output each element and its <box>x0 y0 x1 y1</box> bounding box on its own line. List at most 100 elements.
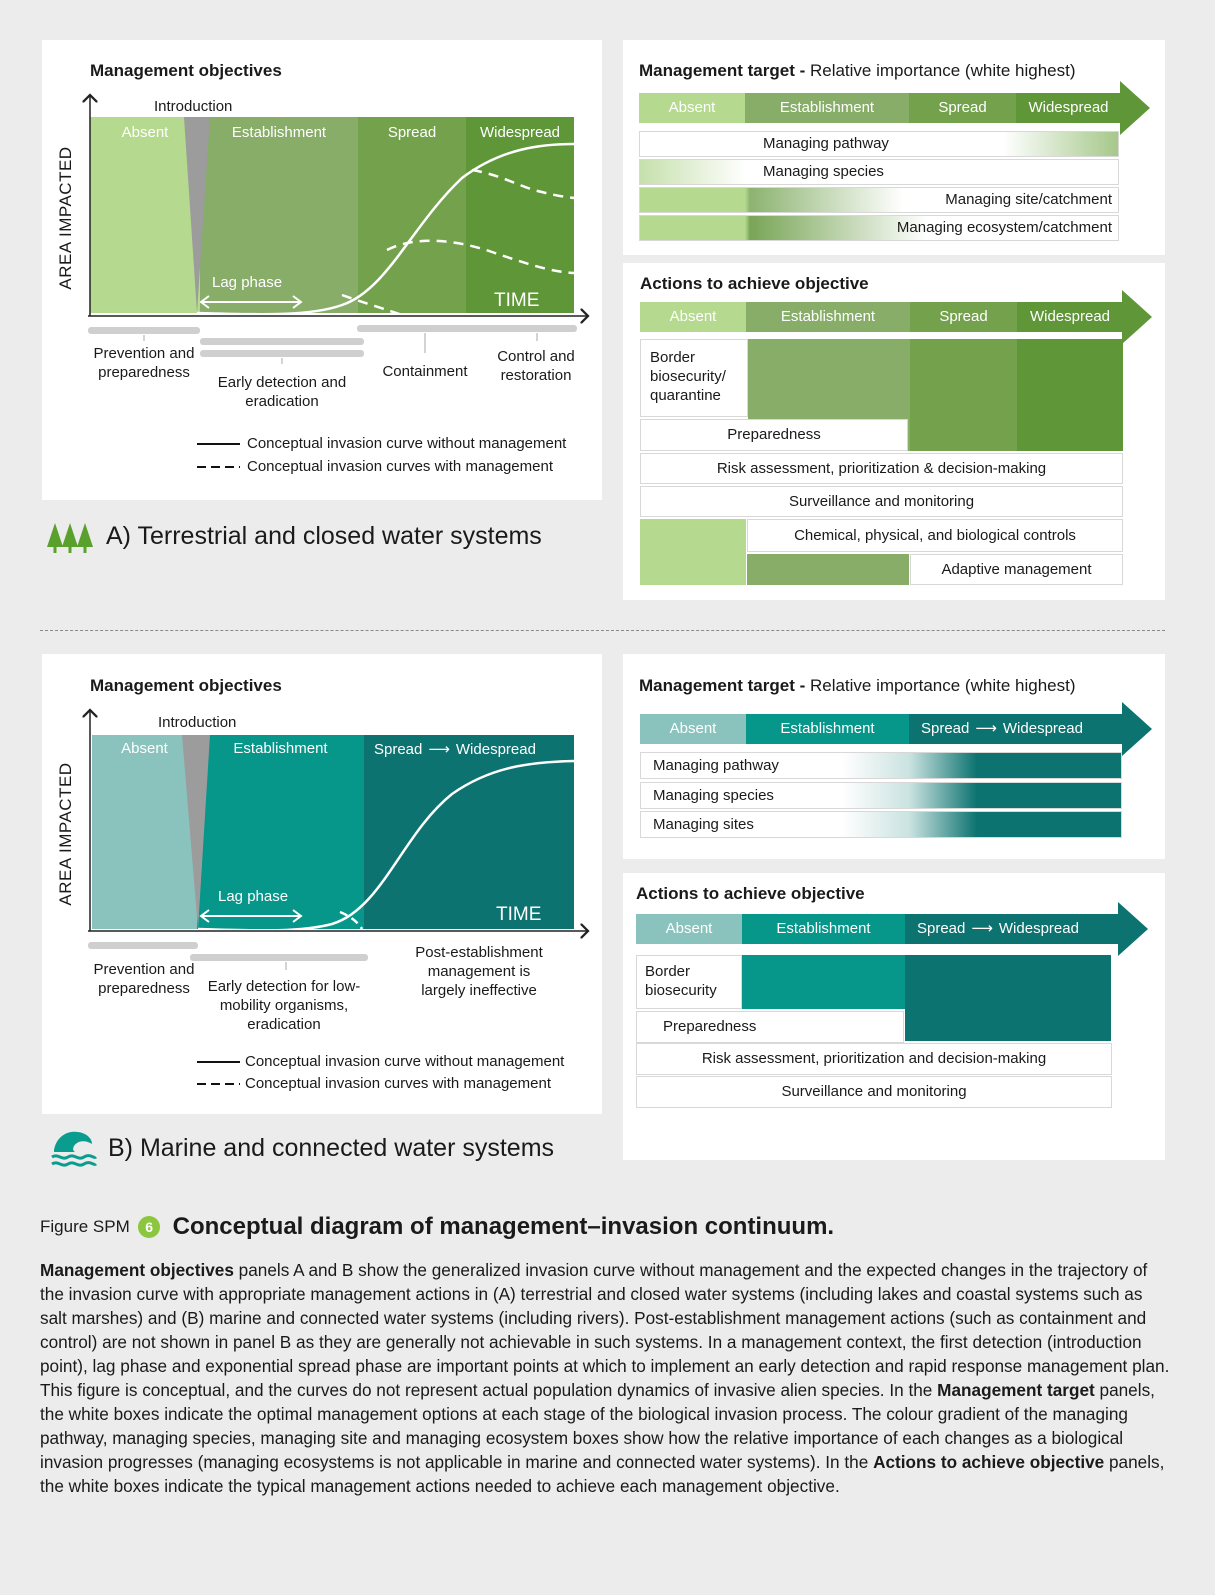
actions-band-establishment: Establishment <box>742 914 905 944</box>
phase-label-post-establishment: Post-establishment management is largely… <box>415 944 543 999</box>
legend-solid-label: Conceptual invasion curve without manage… <box>245 1053 565 1070</box>
band-label-spread-widespread: Spread⟶Widespread <box>374 740 536 758</box>
band-spread <box>358 117 466 313</box>
action-label: Preparedness <box>663 1018 757 1035</box>
block-establishment-adaptive <box>747 554 909 585</box>
action-label: Risk assessment, prioritization and deci… <box>701 1050 1047 1067</box>
introduction-label: Introduction <box>158 714 237 731</box>
target-title-bold: Management target - <box>639 61 806 80</box>
phase-label-prevention: Prevention and preparedness <box>93 345 195 381</box>
band-absent <box>92 735 197 929</box>
band-label-spread: Spread <box>917 920 966 937</box>
x-axis-label: TIME <box>496 904 542 925</box>
arrow-right-icon: ⟶ <box>975 720 997 737</box>
introduction-wedge <box>184 117 210 313</box>
target-title: Management target - Relative importance … <box>639 676 1075 696</box>
curve-eradication <box>339 910 364 930</box>
actions-band-widespread: Widespread <box>1017 302 1123 332</box>
target-title-light: Relative importance (white highest) <box>805 676 1076 695</box>
action-risk-assessment: Risk assessment, prioritization & decisi… <box>640 453 1123 484</box>
target-band-widespread: Widespread <box>1016 93 1121 123</box>
phase-bar-prevention <box>88 942 198 949</box>
action-risk-assessment: Risk assessment, prioritization and deci… <box>636 1043 1112 1075</box>
phase-label-prevention: Prevention and preparedness <box>93 961 195 997</box>
action-adaptive: Adaptive management <box>910 554 1123 585</box>
band-label-spread: Spread <box>374 741 423 758</box>
phase-bar-early-detection <box>200 338 364 345</box>
action-label: Adaptive management <box>941 561 1092 578</box>
band-label-spread: Spread <box>921 720 970 737</box>
wave-icon <box>51 1131 98 1167</box>
row-managing-pathway: Managing pathway <box>640 752 1122 779</box>
arrow-head <box>1118 902 1148 956</box>
action-surveillance: Surveillance and monitoring <box>640 486 1123 517</box>
target-band-spread: Spread <box>909 93 1016 123</box>
row-managing-site: Managing site/catchment <box>639 187 1119 213</box>
figure-label: Figure SPM <box>40 1217 130 1236</box>
y-axis-label: AREA IMPACTED <box>56 146 75 290</box>
introduction-wedge <box>182 735 210 929</box>
band-label-absent: Absent <box>121 740 168 757</box>
band-spread-widespread <box>364 735 574 929</box>
arrow-head <box>1122 290 1152 344</box>
actions-band-absent: Absent <box>640 302 746 332</box>
phase-bar-containment <box>357 325 577 332</box>
phase-bar-early-detection <box>190 954 368 961</box>
band-label-widespread: Widespread <box>998 920 1079 937</box>
action-label: Preparedness <box>727 426 821 443</box>
action-label: Border biosecurity <box>645 963 717 999</box>
caption-text-2: panels, the white boxes indicate the opt… <box>40 1380 1155 1472</box>
action-border-biosecurity: Border biosecurity <box>636 955 742 1009</box>
action-label: Risk assessment, prioritization & decisi… <box>716 460 1047 477</box>
introduction-label: Introduction <box>154 98 233 115</box>
band-establishment <box>200 117 358 313</box>
block-establishment <box>742 955 905 1009</box>
section-title-marine: B) Marine and connected water systems <box>108 1134 555 1162</box>
block-widespread <box>1017 339 1123 451</box>
caption-bold-1: Management objectives <box>40 1260 234 1280</box>
action-label: Surveillance and monitoring <box>781 1083 967 1100</box>
actions-band-absent: Absent <box>636 914 742 944</box>
legend-solid-label: Conceptual invasion curve without manage… <box>247 435 567 452</box>
band-label-establishment: Establishment <box>233 740 328 757</box>
row-managing-species: Managing species <box>640 782 1122 809</box>
action-surveillance: Surveillance and monitoring <box>636 1076 1112 1108</box>
target-band-spread-widespread: Spread⟶Widespread <box>909 714 1123 744</box>
band-establishment <box>197 735 364 929</box>
target-title-light: Relative importance (white highest) <box>805 61 1076 80</box>
figure-caption-heading: Figure SPM 6 Conceptual diagram of manag… <box>40 1213 834 1241</box>
arrow-head <box>1120 81 1150 135</box>
actions-title: Actions to achieve objective <box>640 274 869 293</box>
action-label: Surveillance and monitoring <box>788 493 975 510</box>
lag-phase-label: Lag phase <box>212 274 283 291</box>
caption-bold-2: Management target <box>937 1380 1095 1400</box>
terrestrial-actions-panel: Actions to achieve objective Absent Esta… <box>623 263 1165 600</box>
row-label: Managing site/catchment <box>945 191 1112 208</box>
band-label-absent: Absent <box>121 124 169 141</box>
y-axis-label: AREA IMPACTED <box>56 762 75 906</box>
row-label: Managing sites <box>653 816 754 833</box>
action-controls: Chemical, physical, and biological contr… <box>747 519 1123 552</box>
row-managing-ecosystem: Managing ecosystem/catchment <box>639 215 1119 241</box>
target-band-establishment: Establishment <box>745 93 909 123</box>
band-label-widespread: Widespread <box>479 124 561 141</box>
row-label: Managing pathway <box>653 757 779 774</box>
trees-icon <box>47 523 93 553</box>
legend-dashed-label: Conceptual invasion curves with manageme… <box>245 1075 551 1092</box>
caption-text-3: panels, the white boxes indicate the typ… <box>40 1452 1165 1496</box>
invasion-curve-solid <box>197 759 575 932</box>
block-spread <box>910 339 1017 451</box>
section-divider <box>40 630 1165 631</box>
phase-bar-early-detection-2 <box>200 350 364 357</box>
block-spread-widespread <box>905 955 1111 1041</box>
caption-text-1: panels A and B show the generalized inva… <box>40 1260 1170 1400</box>
actions-title: Actions to achieve objective <box>636 884 865 903</box>
panel-title: Management objectives <box>90 676 282 695</box>
marine-actions-panel: Actions to achieve objective Absent Esta… <box>623 873 1165 1160</box>
actions-band-spread: Spread <box>910 302 1017 332</box>
curve-containment <box>386 239 575 275</box>
band-label-establishment: Establishment <box>231 124 327 141</box>
invasion-curve-solid <box>196 142 575 316</box>
invasion-curve-chart <box>42 654 602 1085</box>
row-label: Managing species <box>763 163 884 180</box>
